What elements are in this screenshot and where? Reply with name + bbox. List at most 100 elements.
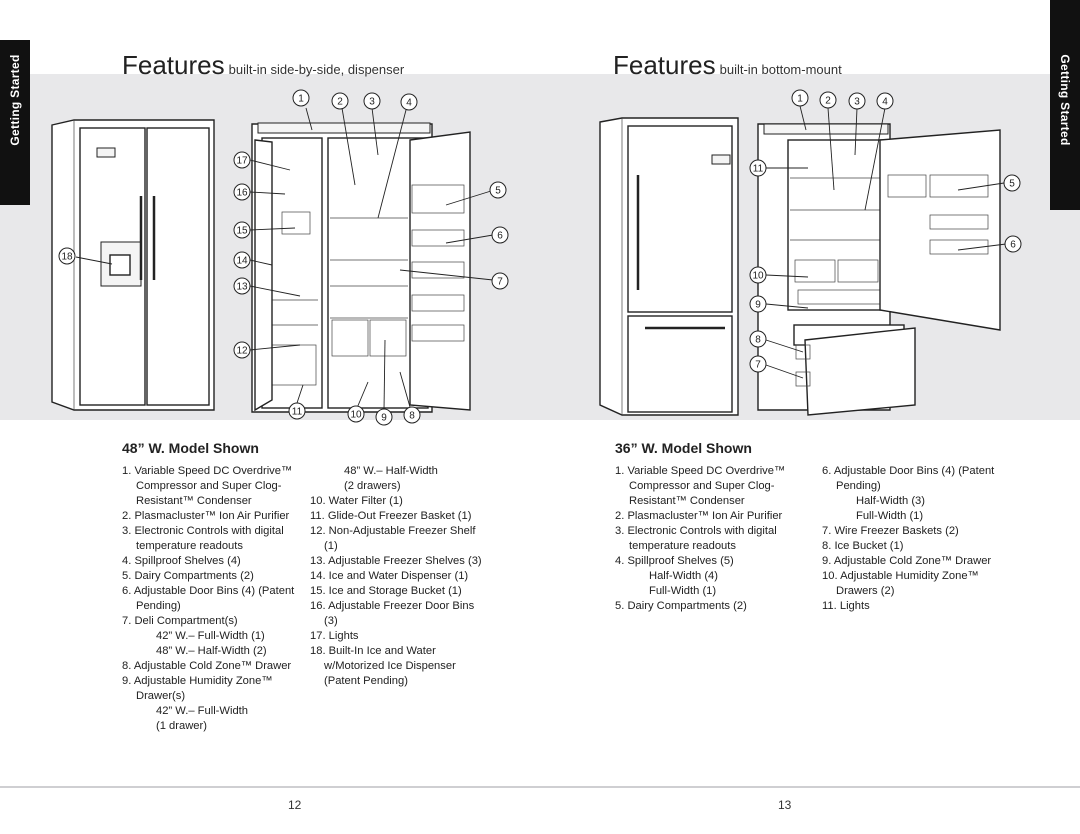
refrigerator-illustrations: 1 2 3 4 5 6 7 8 9 10 11 12 13 14 15 16 1… bbox=[51, 89, 1022, 426]
list-item: 4. Spillproof Shelves (4) bbox=[122, 555, 241, 567]
callout-14: 14 bbox=[233, 251, 251, 269]
closed-side-by-side-fridge bbox=[51, 119, 215, 411]
callout-6: 6 bbox=[491, 226, 509, 244]
svg-text:8: 8 bbox=[409, 411, 415, 422]
callout-3: 3 bbox=[848, 92, 866, 110]
list-item: 1. Variable Speed DC Overdrive™ Compress… bbox=[122, 465, 293, 507]
callout-1: 1 bbox=[791, 89, 809, 107]
callout-13: 13 bbox=[233, 277, 251, 295]
svg-text:2: 2 bbox=[337, 97, 343, 108]
callout-5: 5 bbox=[489, 181, 507, 199]
left-model-heading: 48” W. Model Shown bbox=[122, 440, 259, 456]
section-tab-left: Getting Started bbox=[0, 40, 30, 205]
list-item: 14. Ice and Water Dispenser (1) bbox=[310, 570, 469, 582]
callout-15: 15 bbox=[233, 221, 251, 239]
list-item: 1. Variable Speed DC Overdrive™ Compress… bbox=[615, 465, 786, 507]
callout-17: 17 bbox=[233, 151, 251, 169]
svg-text:2: 2 bbox=[825, 96, 831, 107]
svg-text:9: 9 bbox=[381, 413, 387, 424]
right-feature-list-col1: 1. Variable Speed DC Overdrive™ Compress… bbox=[615, 464, 805, 614]
list-item: 4. Spillproof Shelves (5) Half-Width (4)… bbox=[615, 555, 734, 597]
svg-text:1: 1 bbox=[298, 94, 304, 105]
svg-text:9: 9 bbox=[755, 300, 761, 311]
list-item: 17. Lights bbox=[310, 630, 359, 642]
list-item: 12. Non-Adjustable Freezer Shelf (1) bbox=[310, 525, 476, 552]
footer-rule bbox=[0, 786, 1080, 788]
svg-text:6: 6 bbox=[497, 231, 503, 242]
svg-text:7: 7 bbox=[497, 277, 503, 288]
callout-4: 4 bbox=[400, 93, 418, 111]
list-item: 10. Adjustable Humidity Zone™ Drawers (2… bbox=[822, 570, 979, 597]
callout-12: 12 bbox=[233, 341, 251, 359]
list-item: 15. Ice and Storage Bucket (1) bbox=[310, 585, 462, 597]
svg-text:12: 12 bbox=[236, 346, 248, 357]
left-feature-list-col1: 1. Variable Speed DC Overdrive™ Compress… bbox=[122, 464, 300, 734]
svg-text:4: 4 bbox=[882, 97, 888, 108]
right-feature-list-col2: 6. Adjustable Door Bins (4) (Patent Pend… bbox=[822, 464, 1022, 614]
callout-1: 1 bbox=[292, 89, 310, 107]
right-title-text: Features bbox=[613, 50, 716, 80]
list-item: 16. Adjustable Freezer Door Bins (3) bbox=[310, 600, 475, 627]
closed-bottom-mount-fridge bbox=[599, 117, 739, 416]
right-title-subtitle: built-in bottom-mount bbox=[719, 62, 842, 77]
callout-9: 9 bbox=[375, 408, 393, 426]
svg-text:3: 3 bbox=[369, 97, 375, 108]
right-model-heading: 36” W. Model Shown bbox=[615, 440, 752, 456]
svg-text:16: 16 bbox=[236, 188, 248, 199]
svg-text:10: 10 bbox=[752, 271, 764, 282]
list-item: 18. Built-In Ice and Water w/Motorized I… bbox=[310, 645, 456, 687]
list-item: 11. Lights bbox=[822, 600, 870, 612]
callout-5: 5 bbox=[1003, 174, 1021, 192]
svg-text:1: 1 bbox=[797, 94, 803, 105]
svg-text:17: 17 bbox=[236, 156, 248, 167]
svg-text:8: 8 bbox=[755, 335, 761, 346]
list-item: 5. Dairy Compartments (2) bbox=[615, 600, 747, 612]
list-item: 8. Adjustable Cold Zone™ Drawer bbox=[122, 660, 292, 672]
leader-lines-left bbox=[75, 107, 494, 411]
callout-4: 4 bbox=[876, 92, 894, 110]
callout-11: 11 bbox=[288, 402, 306, 420]
callouts-left: 1 2 3 4 5 6 7 8 9 10 11 12 13 14 15 16 1… bbox=[58, 89, 509, 426]
list-item: 7. Deli Compartment(s) 42” W.– Full-Widt… bbox=[122, 615, 267, 657]
page-number-right: 13 bbox=[778, 798, 792, 812]
list-item: 7. Wire Freezer Baskets (2) bbox=[822, 525, 959, 537]
left-title-subtitle: built-in side-by-side, dispenser bbox=[228, 62, 405, 77]
list-item: 9. Adjustable Cold Zone™ Drawer bbox=[822, 555, 992, 567]
callout-9: 9 bbox=[749, 295, 767, 313]
svg-text:14: 14 bbox=[236, 256, 248, 267]
callout-16: 16 bbox=[233, 183, 251, 201]
page-number-left: 12 bbox=[288, 798, 302, 812]
section-tab-right: Getting Started bbox=[1050, 0, 1080, 210]
svg-text:4: 4 bbox=[406, 98, 412, 109]
svg-text:18: 18 bbox=[61, 252, 73, 263]
svg-text:5: 5 bbox=[1009, 179, 1015, 190]
list-item: 11. Glide-Out Freezer Basket (1) bbox=[310, 510, 472, 522]
svg-text:6: 6 bbox=[1010, 240, 1016, 251]
list-item: 8. Ice Bucket (1) bbox=[822, 540, 904, 552]
list-item: 6. Adjustable Door Bins (4) (Patent Pend… bbox=[822, 465, 995, 522]
leader-lines-right bbox=[765, 105, 1007, 379]
callout-6: 6 bbox=[1004, 235, 1022, 253]
list-item: 2. Plasmacluster™ Ion Air Purifier bbox=[122, 510, 290, 522]
open-side-by-side-fridge bbox=[251, 122, 471, 413]
callouts-right: 1 2 3 4 5 6 7 8 9 10 11 bbox=[749, 89, 1022, 373]
list-item: 9. Adjustable Humidity Zone™ Drawer(s) 4… bbox=[122, 675, 273, 732]
svg-text:11: 11 bbox=[753, 164, 764, 175]
svg-text:13: 13 bbox=[236, 282, 248, 293]
list-item: 2. Plasmacluster™ Ion Air Purifier bbox=[615, 510, 783, 522]
left-feature-list-col2: 48” W.– Half-Width (2 drawers) 10. Water… bbox=[310, 464, 488, 689]
list-item: 13. Adjustable Freezer Shelves (3) bbox=[310, 555, 482, 567]
callout-2: 2 bbox=[819, 91, 837, 109]
callout-18: 18 bbox=[58, 247, 76, 265]
callout-8: 8 bbox=[403, 406, 421, 424]
list-item: 3. Electronic Controls with digital temp… bbox=[122, 525, 284, 552]
list-item: 3. Electronic Controls with digital temp… bbox=[615, 525, 777, 552]
svg-text:3: 3 bbox=[854, 97, 860, 108]
list-item: 5. Dairy Compartments (2) bbox=[122, 570, 254, 582]
svg-text:5: 5 bbox=[495, 186, 501, 197]
left-title-text: Features bbox=[122, 50, 225, 80]
svg-text:10: 10 bbox=[350, 410, 362, 421]
svg-text:7: 7 bbox=[755, 360, 761, 371]
